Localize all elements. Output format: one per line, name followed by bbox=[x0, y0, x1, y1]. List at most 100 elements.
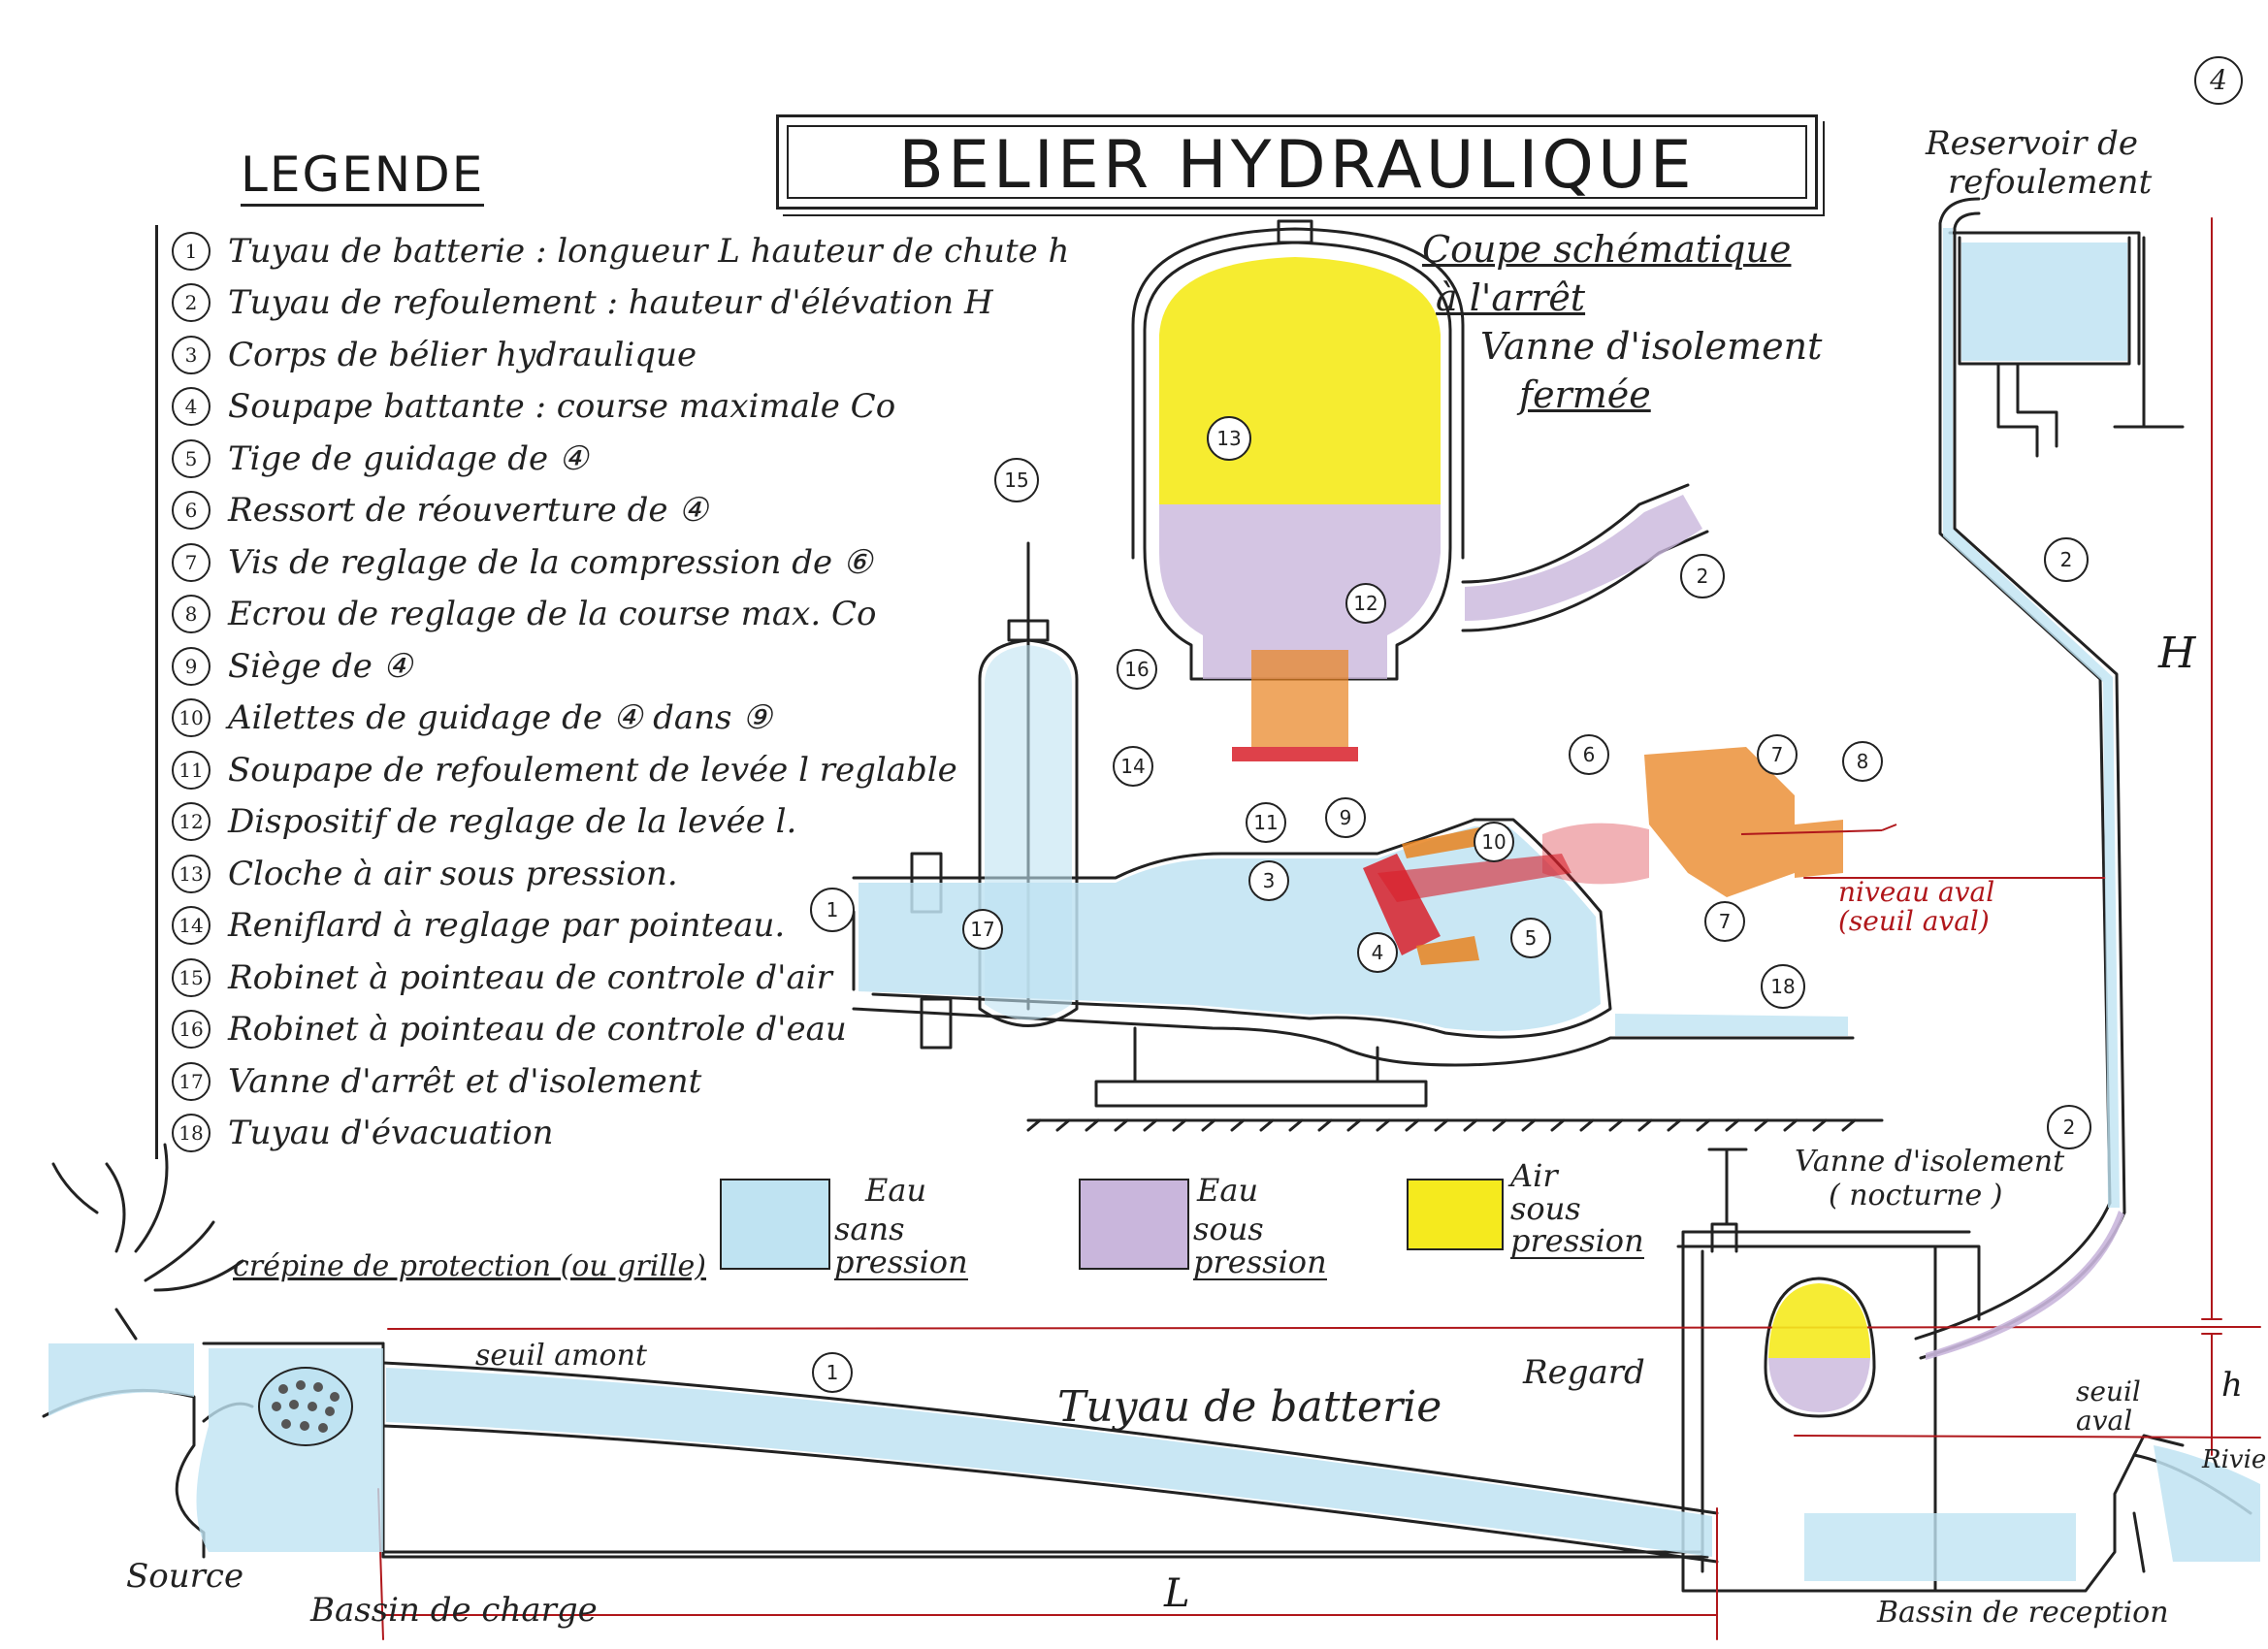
ram-body-outline bbox=[852, 818, 1612, 1039]
legend-item: 14 Reniflard à reglage par pointeau. bbox=[172, 900, 1122, 953]
legend-item-text: Robinet à pointeau de controle d'air bbox=[228, 957, 832, 997]
svg-text:15: 15 bbox=[1004, 469, 1028, 492]
page-title: BELIER HYDRAULIQUE bbox=[898, 127, 1696, 204]
svg-text:8: 8 bbox=[1857, 750, 1869, 773]
legend-item-number: 8 bbox=[172, 595, 211, 634]
svg-text:4: 4 bbox=[1372, 941, 1384, 964]
subtitle-line-4: fermée bbox=[1519, 373, 1651, 416]
air-bell-outline bbox=[1143, 241, 1452, 681]
subtitle-line-3: Vanne d'isolement bbox=[1480, 325, 1823, 368]
legend-item-text: Tige de guidage de ④ bbox=[228, 438, 589, 478]
legend-item-number: 12 bbox=[172, 802, 211, 842]
legend-item-number: 7 bbox=[172, 542, 211, 582]
legend-item-text: Cloche à air sous pression. bbox=[228, 854, 678, 893]
key-label-free-water-1: Eau bbox=[865, 1172, 927, 1209]
key-swatch-pressurised-water bbox=[1079, 1179, 1189, 1270]
svg-text:17: 17 bbox=[970, 918, 994, 941]
reservoir-outline bbox=[1948, 231, 2141, 366]
svg-text:10: 10 bbox=[1481, 830, 1506, 854]
seuil-amont-label: seuil amont bbox=[475, 1339, 647, 1373]
bassin-charge-label: Bassin de charge bbox=[310, 1591, 598, 1630]
legend-item-number: 2 bbox=[172, 283, 211, 323]
legend-item: 18 Tuyau d'évacuation bbox=[172, 1108, 1122, 1160]
svg-text:16: 16 bbox=[1124, 658, 1149, 681]
svg-text:11: 11 bbox=[1253, 811, 1278, 834]
legend-item-text: Ailettes de guidage de ④ dans ⑨ bbox=[228, 698, 772, 738]
svg-text:3: 3 bbox=[1263, 869, 1276, 892]
svg-text:2: 2 bbox=[1697, 565, 1709, 588]
svg-text:13: 13 bbox=[1216, 427, 1241, 450]
legend-item-number: 13 bbox=[172, 854, 211, 893]
legend-item: 10 Ailettes de guidage de ④ dans ⑨ bbox=[172, 693, 1122, 745]
legend-item-text: Vanne d'arrêt et d'isolement bbox=[228, 1061, 702, 1101]
legend-item-text: Ressort de réouverture de ④ bbox=[228, 491, 708, 531]
bassin-reception-label: Bassin de reception bbox=[1877, 1596, 2169, 1630]
legend-item-number: 17 bbox=[172, 1061, 211, 1101]
svg-text:2: 2 bbox=[2060, 548, 2073, 571]
legend-item-text: Tuyau de refoulement : hauteur d'élévati… bbox=[228, 283, 993, 323]
key-label-free-water-2: sans pression bbox=[834, 1211, 968, 1280]
legend-item: 12 Dispositif de reglage de la levée l. bbox=[172, 796, 1122, 849]
legend-item-number: 14 bbox=[172, 906, 211, 946]
svg-text:1: 1 bbox=[826, 1361, 839, 1384]
legend-item-number: 5 bbox=[172, 438, 211, 478]
svg-text:7: 7 bbox=[1719, 910, 1732, 933]
legend-list: 1 Tuyau de batterie : longueur L hauteur … bbox=[155, 225, 1122, 1159]
key-label-air-2: pression bbox=[1510, 1222, 1644, 1259]
key-label-pressurised-water-2: sous pression bbox=[1193, 1211, 1327, 1280]
svg-text:2: 2 bbox=[2063, 1116, 2076, 1139]
source-label: Source bbox=[126, 1557, 244, 1596]
legend-item: 15 Robinet à pointeau de controle d'air bbox=[172, 952, 1122, 1004]
legend-item: 13 Cloche à air sous pression. bbox=[172, 848, 1122, 900]
legend-item-text: Tuyau de batterie : longueur L hauteur d… bbox=[228, 231, 1070, 271]
key-swatch-free-water bbox=[720, 1179, 830, 1270]
legend-item-number: 6 bbox=[172, 491, 211, 531]
legend-item-text: Soupape de refoulement de levée l reglab… bbox=[228, 750, 957, 790]
vanne-nocturne-label-1: Vanne d'isolement bbox=[1795, 1145, 2065, 1179]
legend-item: 5 Tige de guidage de ④ bbox=[172, 433, 1122, 485]
riviere-label: Rivie bbox=[2202, 1445, 2267, 1474]
legend-item: 6 Ressort de réouverture de ④ bbox=[172, 485, 1122, 537]
legend-item-text: Tuyau d'évacuation bbox=[228, 1114, 554, 1153]
legend-item: 17 Vanne d'arrêt et d'isolement bbox=[172, 1055, 1122, 1108]
svg-text:12: 12 bbox=[1353, 592, 1377, 615]
svg-text:6: 6 bbox=[1583, 743, 1596, 766]
legend-item-text: Soupape battante : course maximale Co bbox=[228, 387, 896, 427]
legend-title: LEGENDE bbox=[241, 146, 485, 207]
legend-item-number: 16 bbox=[172, 1010, 211, 1050]
air-pressure-fill bbox=[1159, 257, 1441, 504]
label-h: h bbox=[2221, 1366, 2243, 1405]
page-number: 4 bbox=[2194, 56, 2243, 105]
reservoir-label-2: refoulement bbox=[1948, 163, 2153, 202]
legend-item-text: Reniflard à reglage par pointeau. bbox=[228, 906, 786, 946]
legend-item-number: 3 bbox=[172, 335, 211, 374]
vanne-nocturne-label-2: ( nocturne ) bbox=[1829, 1179, 2003, 1212]
legend-item: 2 Tuyau de refoulement : hauteur d'élévat… bbox=[172, 277, 1122, 330]
label-L: L bbox=[1164, 1571, 1190, 1616]
pressurised-water-fill bbox=[1159, 504, 1441, 679]
svg-text:1: 1 bbox=[826, 898, 839, 922]
title-frame: BELIER HYDRAULIQUE bbox=[776, 114, 1818, 210]
svg-text:7: 7 bbox=[1771, 743, 1784, 766]
legend-item-number: 10 bbox=[172, 698, 211, 738]
key-swatch-air bbox=[1407, 1179, 1504, 1250]
reservoir-label-1: Reservoir de bbox=[1926, 124, 2139, 163]
legend-item-number: 18 bbox=[172, 1114, 211, 1153]
legend-item-number: 15 bbox=[172, 957, 211, 997]
subtitle-line-1: Coupe schématique bbox=[1422, 228, 1792, 271]
regard-label: Regard bbox=[1523, 1353, 1645, 1392]
seuil-aval-label: seuil aval bbox=[2076, 1375, 2141, 1437]
crepine-label: crépine de protection (ou grille) bbox=[233, 1249, 706, 1283]
legend-item-text: Dispositif de reglage de la levée l. bbox=[228, 802, 797, 842]
niveau-aval-label: niveau aval (seuil aval) bbox=[1838, 876, 1995, 937]
label-H: H bbox=[2158, 629, 2196, 678]
